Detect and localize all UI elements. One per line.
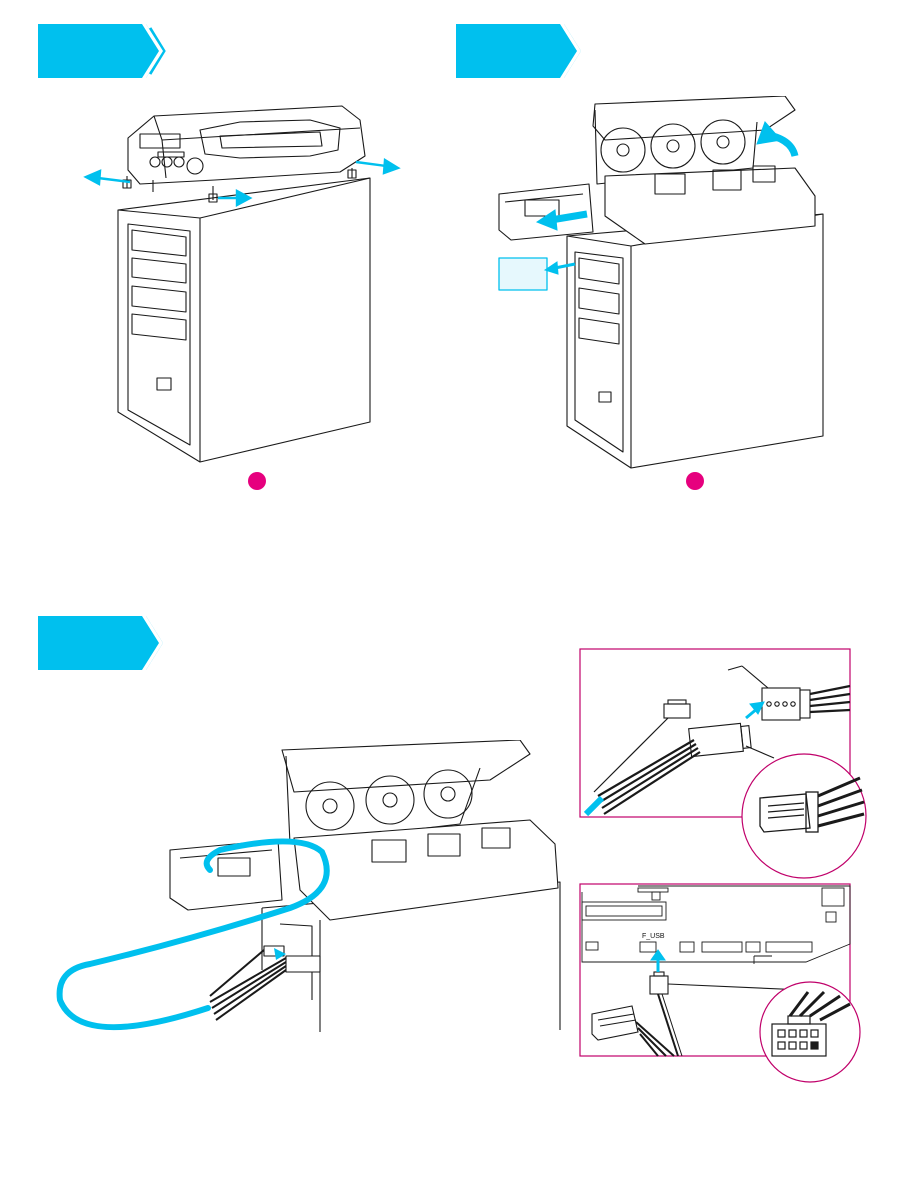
step-1-tab <box>38 24 168 78</box>
molex-callout <box>578 646 868 896</box>
zoom-circle-fusb <box>760 982 860 1082</box>
fusb-callout: F_USB <box>578 880 868 1090</box>
step-2-marker <box>686 472 704 490</box>
step-1-illustration <box>70 100 420 470</box>
fusb-label: F_USB <box>642 933 665 940</box>
step-3-illustration <box>50 740 570 1060</box>
step-1-marker <box>248 472 266 490</box>
step-2-tab <box>456 24 586 78</box>
step-2-illustration <box>495 96 835 476</box>
step-3-tab <box>38 616 168 670</box>
